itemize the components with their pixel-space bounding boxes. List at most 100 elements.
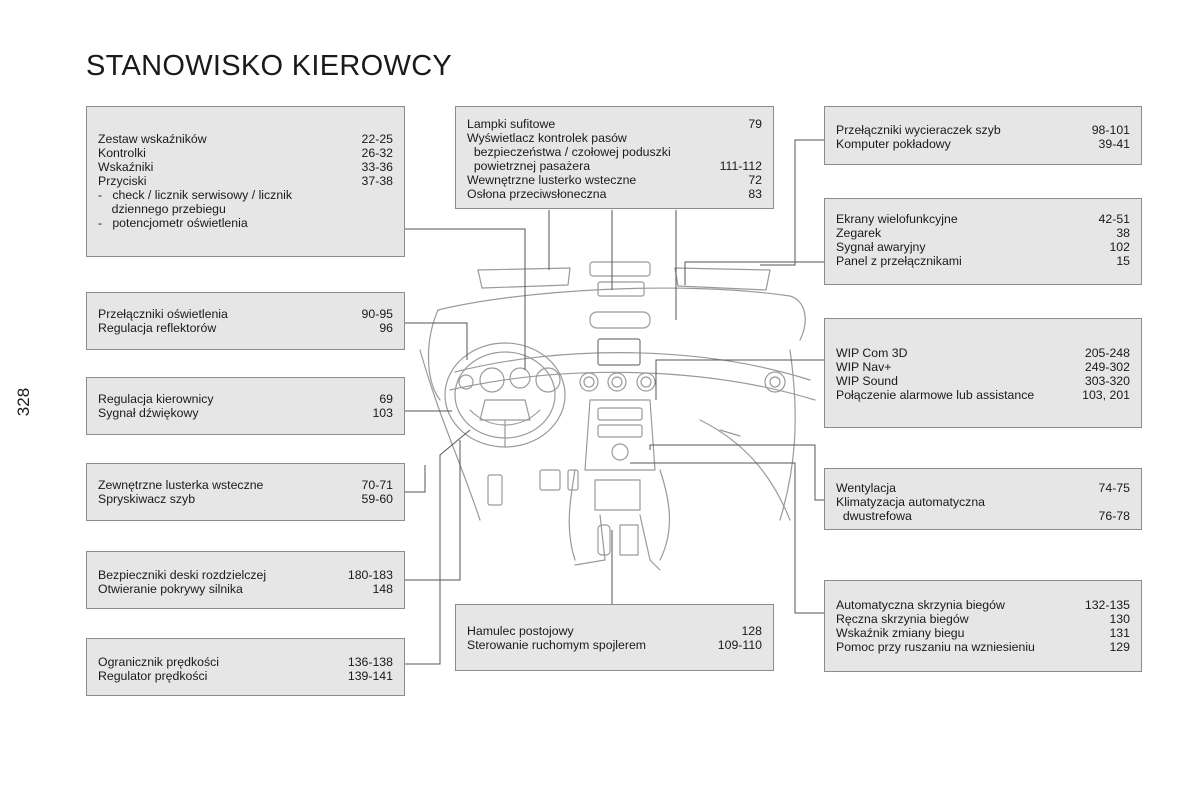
- entry-label: Spryskiwacz szyb: [98, 492, 196, 506]
- entry-page: 26-32: [361, 146, 393, 160]
- index-entry: Sygnał awaryjny 102: [836, 240, 1130, 254]
- index-entry: Przyciski 37-38: [98, 174, 393, 188]
- index-entry: Spryskiwacz szyb 59-60: [98, 492, 393, 506]
- entry-page: 102: [1109, 240, 1130, 254]
- entry-page: 42-51: [1098, 212, 1130, 226]
- entry-label: Ogranicznik prędkości: [98, 655, 219, 669]
- entry-label: Hamulec postojowy: [467, 624, 574, 638]
- index-entry: - potencjometr oświetlenia: [98, 216, 393, 230]
- entry-label: Ekrany wielofunkcyjne: [836, 212, 958, 226]
- entry-page: 303-320: [1084, 374, 1130, 388]
- entry-label: dziennego przebiegu: [98, 202, 226, 216]
- entry-page: 69: [379, 392, 393, 406]
- index-entry: dziennego przebiegu: [98, 202, 393, 216]
- entry-page: 22-25: [361, 132, 393, 146]
- index-entry: Ogranicznik prędkości 136-138: [98, 655, 393, 669]
- entry-label: Osłona przeciwsłoneczna: [467, 187, 607, 201]
- entry-label: Automatyczna skrzynia biegów: [836, 598, 1005, 612]
- entry-label: - check / licznik serwisowy / licznik: [98, 188, 293, 202]
- entry-page: 37-38: [361, 174, 393, 188]
- entry-label: Połączenie alarmowe lub assistance: [836, 388, 1035, 402]
- entry-page: 109-110: [717, 638, 762, 652]
- entry-label: Panel z przełącznikami: [836, 254, 962, 268]
- entry-page: 38: [1116, 226, 1130, 240]
- entry-page: 129: [1109, 640, 1130, 654]
- entry-label: bezpieczeństwa / czołowej poduszki: [467, 145, 671, 159]
- entry-label: - potencjometr oświetlenia: [98, 216, 248, 230]
- entry-page: 180-183: [347, 568, 393, 582]
- entry-label: Przyciski: [98, 174, 147, 188]
- entry-label: Lampki sufitowe: [467, 117, 556, 131]
- entry-page: 136-138: [347, 655, 393, 669]
- entry-page: 139-141: [347, 669, 393, 683]
- entry-page: [756, 145, 762, 159]
- index-entry: - check / licznik serwisowy / licznik: [98, 188, 393, 202]
- index-entry: Ekrany wielofunkcyjne 42-51: [836, 212, 1130, 226]
- entry-page: 15: [1116, 254, 1130, 268]
- entry-page: 74-75: [1098, 481, 1130, 495]
- entry-page: 79: [748, 117, 762, 131]
- entry-label: WIP Com 3D: [836, 346, 908, 360]
- index-entry: Klimatyzacja automatyczna: [836, 495, 1130, 509]
- entry-label: WIP Nav+: [836, 360, 892, 374]
- index-entry: Połączenie alarmowe lub assistance 103, 2…: [836, 388, 1130, 402]
- index-entry: WIP Nav+ 249-302: [836, 360, 1130, 374]
- entry-page: 83: [748, 187, 762, 201]
- entry-page: 59-60: [361, 492, 393, 506]
- entry-page: 148: [372, 582, 393, 596]
- entry-label: Wentylacja: [836, 481, 896, 495]
- index-entry: Automatyczna skrzynia biegów 132-135: [836, 598, 1130, 612]
- entry-page: 249-302: [1084, 360, 1130, 374]
- entry-label: Zegarek: [836, 226, 882, 240]
- entry-label: Kontrolki: [98, 146, 146, 160]
- entry-page: 103, 201: [1082, 388, 1130, 402]
- entry-page: 132-135: [1084, 598, 1130, 612]
- entry-page: [387, 216, 393, 230]
- index-entry: Panel z przełącznikami 15: [836, 254, 1130, 268]
- entry-label: Zestaw wskaźników: [98, 132, 207, 146]
- entry-label: Ręczna skrzynia biegów: [836, 612, 969, 626]
- index-entry: Lampki sufitowe 79: [467, 117, 762, 131]
- entry-page: 72: [748, 173, 762, 187]
- entry-label: Sygnał awaryjny: [836, 240, 926, 254]
- index-entry: Wyświetlacz kontrolek pasów: [467, 131, 762, 145]
- entry-label: Pomoc przy ruszaniu na wzniesieniu: [836, 640, 1035, 654]
- entry-label: dwustrefowa: [836, 509, 912, 523]
- entry-page: 70-71: [361, 478, 393, 492]
- entry-label: Wyświetlacz kontrolek pasów: [467, 131, 627, 145]
- entry-page: [387, 188, 393, 202]
- entry-label: Sygnał dźwiękowy: [98, 406, 199, 420]
- entry-page: 131: [1109, 626, 1130, 640]
- entry-page: [1124, 495, 1130, 509]
- entry-label: Sterowanie ruchomym spojlerem: [467, 638, 647, 652]
- page-title: STANOWISKO KIEROWCY: [86, 50, 453, 82]
